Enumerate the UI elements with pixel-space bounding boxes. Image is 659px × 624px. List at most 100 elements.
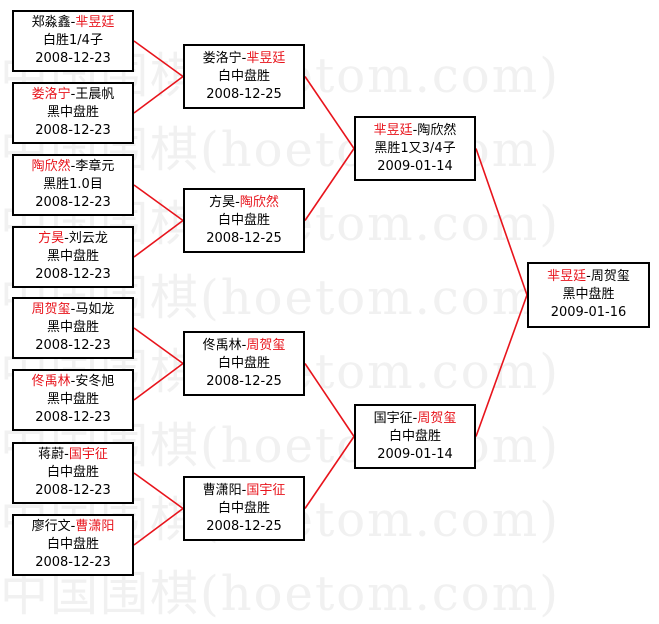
name-separator: - [70, 519, 76, 534]
player-name: 马如龙 [75, 302, 115, 317]
match-players: 蒋蔚-国宇征 [14, 446, 132, 464]
name-separator: - [70, 159, 76, 174]
match-players: 国宇征-周贺玺 [356, 410, 474, 428]
match-date: 2008-12-23 [35, 410, 111, 425]
name-separator: - [70, 302, 76, 317]
match-result: 黑胜1.0目 [43, 177, 103, 192]
match-players: 佟禹林-安冬旭 [14, 373, 132, 391]
match-players: 娄洛宁-芈昱廷 [185, 50, 303, 68]
match-date: 2008-12-23 [35, 51, 111, 66]
player-name: 安冬旭 [75, 374, 115, 389]
match-players: 芈昱廷-陶欣然 [356, 122, 474, 140]
match-players: 郑淼鑫-芈昱廷 [14, 14, 132, 32]
match-date: 2009-01-16 [550, 305, 627, 320]
connector-line [304, 363, 355, 437]
connector-line [133, 327, 184, 365]
round3-match-box: 国宇征-周贺玺白中盘胜 2009-01-14 [354, 404, 476, 469]
match-result: 黑中盘胜 [46, 320, 99, 335]
winner-name: 芈昱廷 [547, 269, 587, 284]
match-date: 2009-01-14 [377, 158, 453, 174]
name-separator: - [241, 337, 247, 353]
winner-name: 曹潇阳 [75, 519, 115, 534]
match-result: 白中盘胜 [46, 537, 99, 552]
player-name: 陶欣然 [417, 122, 457, 138]
name-separator: - [70, 374, 76, 389]
match-date: 2008-12-23 [35, 123, 111, 138]
match-date: 2008-12-23 [35, 267, 111, 282]
player-name: 王晨帆 [75, 87, 115, 102]
match-result: 白胜1/4子 [43, 33, 103, 48]
match-result: 白中盘胜 [217, 212, 270, 228]
winner-name: 陶欣然 [31, 159, 71, 174]
match-date: 2008-12-25 [206, 86, 282, 102]
connector-line [133, 184, 184, 222]
player-name: 刘云龙 [68, 231, 108, 246]
name-separator: - [70, 87, 76, 102]
match-date: 2008-12-25 [206, 230, 282, 246]
connector-line [133, 472, 184, 510]
player-name: 方昊 [209, 194, 236, 210]
match-players: 娄洛宁-王晨帆 [14, 86, 132, 104]
bracket-connectors [133, 40, 528, 546]
player-name: 曹潇阳 [202, 482, 242, 498]
winner-name: 方昊 [38, 231, 65, 246]
connector-line [304, 76, 355, 149]
connector-line [133, 362, 184, 401]
connector-line [133, 40, 184, 78]
name-separator: - [412, 410, 418, 426]
match-players: 周贺玺-马如龙 [14, 301, 132, 319]
match-date: 2008-12-23 [35, 195, 111, 210]
winner-name: 芈昱廷 [246, 50, 286, 66]
connector-line [133, 75, 184, 114]
winner-name: 娄洛宁 [31, 87, 71, 102]
player-name: 蒋蔚 [38, 447, 65, 462]
name-separator: - [235, 194, 240, 210]
match-players: 陶欣然-李章元 [14, 158, 132, 176]
winner-name: 芈昱廷 [75, 15, 115, 30]
name-separator: - [64, 231, 69, 246]
player-name: 娄洛宁 [202, 50, 242, 66]
connector-line [475, 294, 528, 437]
player-name: 周贺玺 [590, 269, 630, 284]
winner-name: 陶欣然 [239, 194, 279, 210]
player-name: 郑淼鑫 [31, 15, 71, 30]
match-result: 黑中盘胜 [562, 287, 615, 302]
winner-name: 国宇征 [246, 482, 286, 498]
name-separator: - [241, 50, 247, 66]
match-date: 2008-12-23 [35, 483, 111, 498]
match-result: 白中盘胜 [217, 68, 270, 84]
match-result: 白中盘胜 [388, 428, 441, 444]
match-date: 2008-12-23 [35, 338, 111, 353]
match-result: 黑中盘胜 [46, 249, 99, 264]
name-separator: - [586, 269, 591, 284]
match-players: 芈昱廷-周贺玺 [529, 268, 648, 286]
round1-match-box: 郑淼鑫-芈昱廷白胜1/4子 2008-12-23 [12, 10, 134, 72]
winner-name: 国宇征 [68, 447, 108, 462]
match-result: 黑中盘胜 [46, 392, 99, 407]
match-result: 黑胜1又3/4子 [374, 140, 456, 156]
round1-match-box: 陶欣然-李章元黑胜1.0目 2008-12-23 [12, 154, 134, 216]
player-name: 佟禹林 [202, 337, 242, 353]
winner-name: 芈昱廷 [373, 122, 413, 138]
match-result: 黑中盘胜 [46, 105, 99, 120]
match-players: 方昊-刘云龙 [14, 230, 132, 248]
name-separator: - [241, 482, 247, 498]
match-result: 白中盘胜 [46, 465, 99, 480]
match-players: 方昊-陶欣然 [185, 194, 303, 212]
name-separator: - [412, 122, 418, 138]
connector-line [133, 219, 184, 258]
winner-name: 周贺玺 [31, 302, 71, 317]
match-date: 2009-01-14 [377, 446, 453, 462]
winner-name: 佟禹林 [31, 374, 71, 389]
winner-name: 周贺玺 [246, 337, 286, 353]
connector-line [133, 507, 184, 546]
connector-line [475, 148, 528, 296]
